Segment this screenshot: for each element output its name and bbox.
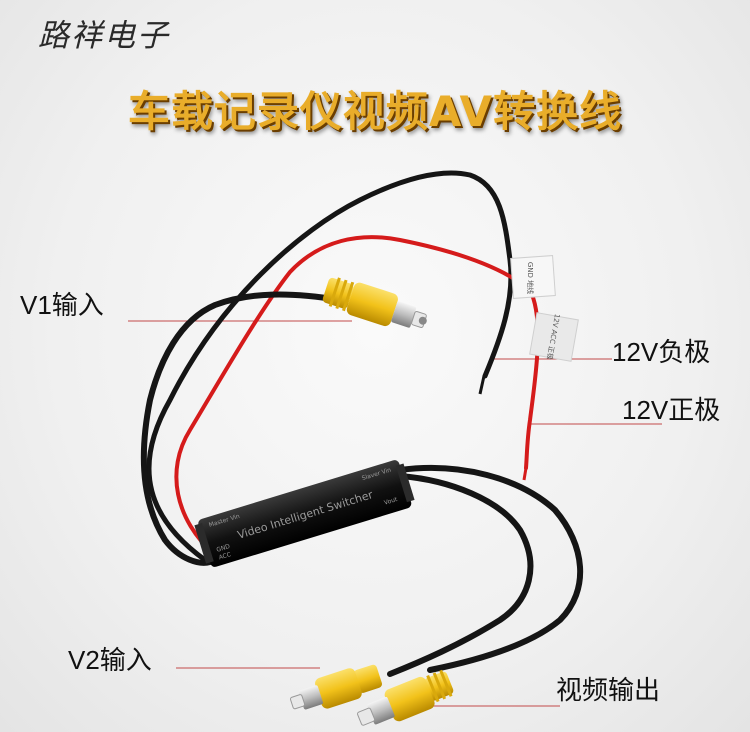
callout-lines — [128, 320, 662, 707]
gnd-tag-text: GND 地线 — [526, 262, 535, 294]
output-rca-connector — [357, 669, 454, 726]
switcher-module: Video Intelligent Switcher Master Vin Sl… — [194, 460, 415, 567]
callout-12v-negative: 12V负极 — [612, 337, 711, 367]
callout-v2-input: V2输入 — [68, 645, 152, 675]
v1-cable — [140, 291, 343, 566]
product-headline: 车载记录仪视频AV转换线 — [127, 87, 623, 136]
output-cable-2 — [387, 473, 534, 677]
callout-12v-positive: 12V正极 — [622, 395, 721, 425]
acc-tag: 12V ACC 正极 — [529, 312, 579, 362]
black-wire-end — [478, 375, 486, 395]
port-gnd-label: GND — [216, 543, 232, 554]
black-wire-loop — [146, 170, 514, 563]
port-acc-label: ACC — [218, 551, 232, 561]
callout-video-output: 视频输出 — [556, 675, 661, 705]
brand-logo: 路祥电子 — [38, 18, 170, 54]
output-cable-1 — [397, 465, 583, 673]
callout-v1-input: V1输入 — [20, 290, 104, 320]
port-vout-label: Vout — [383, 496, 399, 507]
gnd-tag: GND 地线 — [510, 255, 556, 299]
v2-rca-connector — [289, 664, 382, 710]
red-wire-end — [522, 467, 528, 481]
v1-rca-connector — [322, 277, 427, 328]
red-wire-loop — [174, 235, 540, 557]
